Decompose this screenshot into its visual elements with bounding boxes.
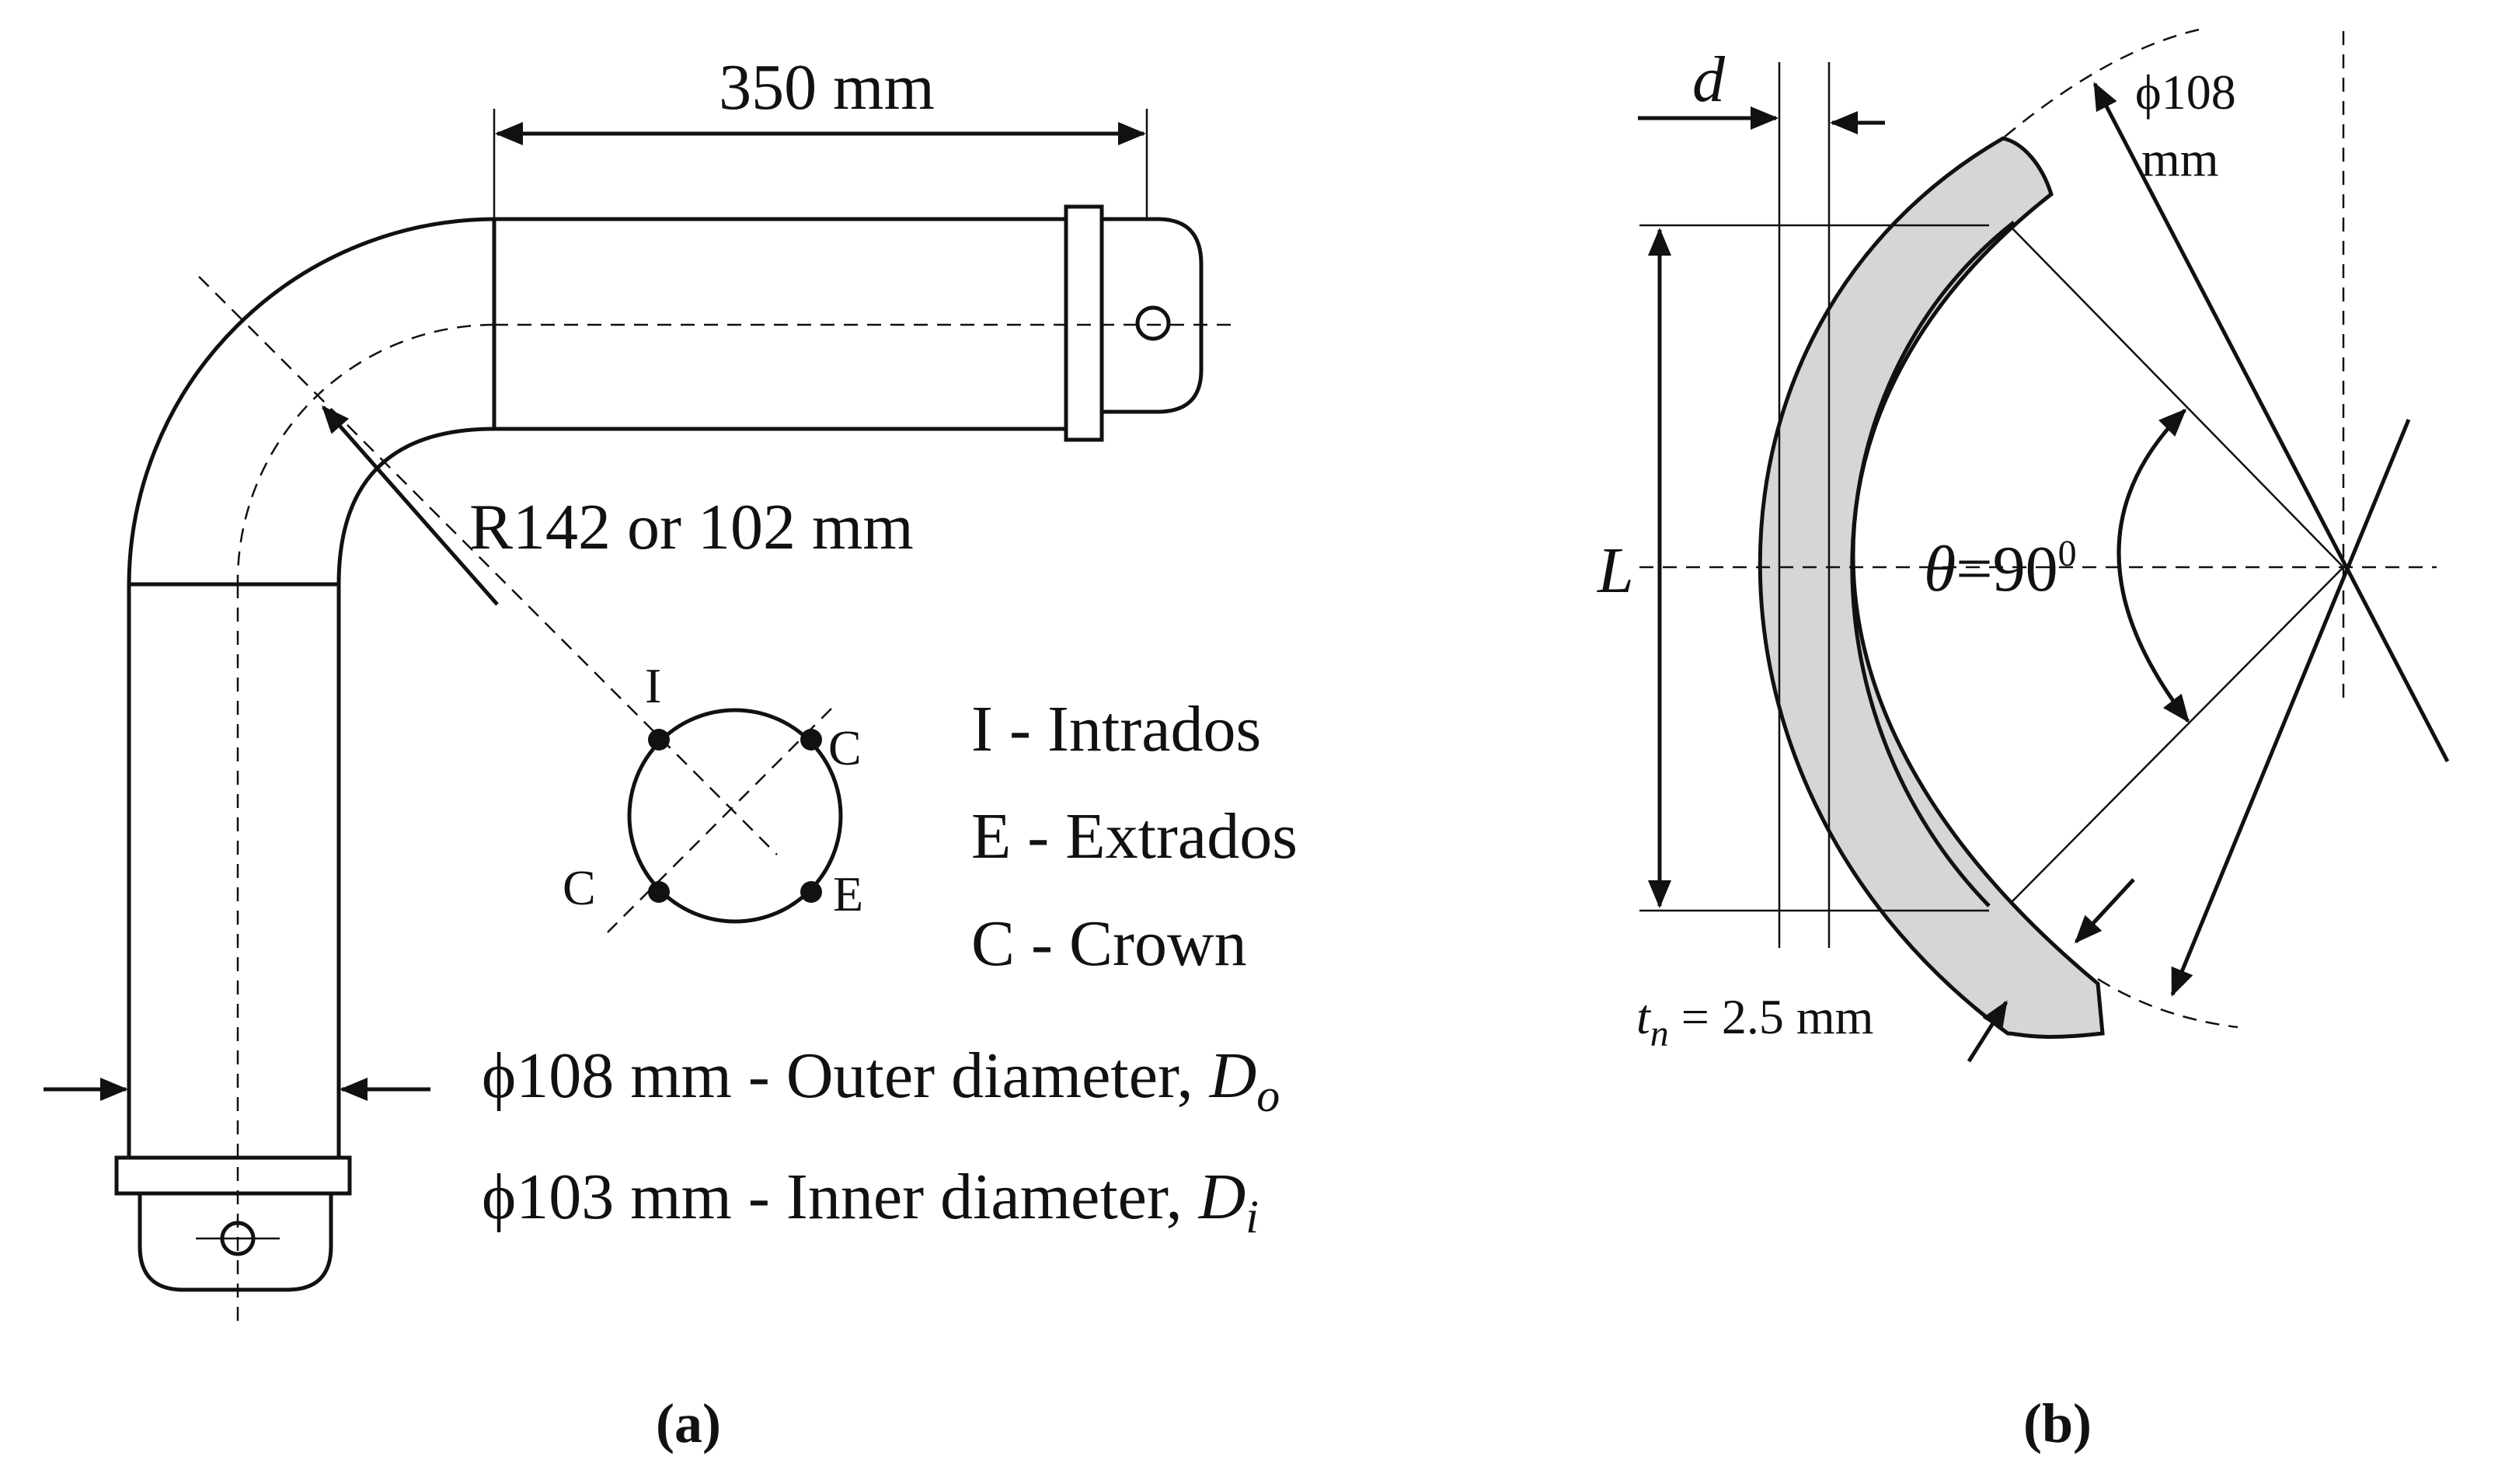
- panel-a-pipe-drawing: 350 mm R142 or 102 mm I C C E I - Intrad…: [44, 51, 1298, 1454]
- label-d: d: [1692, 44, 1726, 116]
- right-flange: [1064, 204, 1104, 442]
- radial-line-bottom: [2012, 566, 2344, 902]
- legend-crown: C - Crown: [971, 907, 1247, 980]
- outer-dashed-arc-top: [2004, 26, 2207, 138]
- thickness-arrow-outer: [2074, 878, 2135, 944]
- legend-intrados: I - Intrados: [971, 693, 1261, 765]
- thickness-arrow-inner: [1967, 1000, 2009, 1063]
- diameter-label-line2: mm: [2141, 131, 2219, 186]
- inner-wall-curve: [1850, 221, 2015, 907]
- vertical-pipe-outline: [127, 582, 341, 1158]
- point-e-label: E: [833, 866, 863, 921]
- outer-dashed-arc-bottom: [2097, 977, 2238, 1029]
- point-i-label: I: [645, 658, 661, 713]
- bottom-flange: [114, 1155, 352, 1196]
- bend-diagonal-line: [198, 276, 778, 855]
- cross-section-crown-axis: [607, 708, 832, 933]
- dim-350-label: 350 mm: [719, 51, 935, 124]
- right-end-cap: [1102, 217, 1204, 414]
- elbow-centerline: [236, 323, 495, 585]
- point-c-top-label: C: [828, 720, 862, 775]
- bottom-end-cap: [138, 1193, 333, 1292]
- point-crown-left-dot: [648, 881, 670, 903]
- legend-extrados: E - Extrados: [971, 800, 1298, 873]
- angle-label: θ=900: [1924, 533, 2077, 605]
- angle-arc-arrow: [2117, 408, 2190, 723]
- point-crown-top-dot: [800, 729, 822, 751]
- outer-diameter-label: ϕ108 mm - Outer diameter, Do: [482, 1040, 1280, 1121]
- inner-diameter-label: ϕ103 mm - Inner diameter, Di: [482, 1161, 1259, 1242]
- thickness-label: tn = 2.5 mm: [1636, 989, 1873, 1054]
- caption-b: (b): [2023, 1392, 2092, 1454]
- point-c-left-label: C: [563, 860, 596, 915]
- panel-b-bend-section: d L θ=900 ϕ108 mm tn = 2.5 mm (b): [1597, 26, 2450, 1454]
- point-extrados-dot: [800, 881, 822, 903]
- elbow-outer-arc: [127, 217, 495, 585]
- diameter-arrow-top: [2092, 82, 2450, 763]
- diameter-label-line1: ϕ108: [2135, 64, 2236, 120]
- radius-arrow: [322, 405, 499, 606]
- label-L: L: [1597, 535, 1634, 607]
- point-intrados-dot: [648, 729, 670, 751]
- caption-a: (a): [656, 1392, 721, 1454]
- right-pin-hole: [1135, 305, 1171, 341]
- radius-label: R142 or 102 mm: [469, 491, 914, 563]
- radial-line-top: [2012, 228, 2344, 568]
- pipe-wall-section: [1758, 136, 2105, 1039]
- diameter-arrow-bottom: [2170, 419, 2411, 997]
- cross-section-circle: [627, 708, 843, 924]
